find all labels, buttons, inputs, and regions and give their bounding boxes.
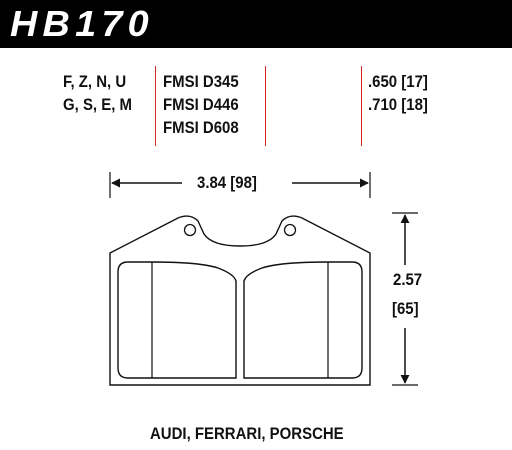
divider-right [361, 66, 362, 146]
mounting-hole-left [183, 223, 197, 237]
fmsi-number-2: FMSI D446 [163, 95, 239, 114]
fmsi-number-3: FMSI D608 [163, 118, 239, 137]
divider-middle [265, 66, 266, 146]
mounting-hole-right [283, 223, 297, 237]
part-number: HB170 [10, 3, 154, 44]
thickness-line-2: .710 [18] [368, 95, 428, 114]
divider-left [155, 66, 156, 146]
fmsi-number-1: FMSI D345 [163, 72, 239, 91]
compound-codes-line-1: F, Z, N, U [63, 72, 127, 91]
width-dimension-label: 3.84 [98] [197, 173, 257, 192]
applications-label: AUDI, FERRARI, PORSCHE [150, 424, 344, 443]
header-bar: HB170 [0, 0, 512, 48]
thickness-line-1: .650 [17] [368, 72, 428, 91]
friction-pad-right [243, 261, 363, 379]
height-dimension-mm: [65] [392, 299, 419, 318]
height-dimension-inches: 2.57 [393, 270, 423, 289]
compound-codes-line-2: G, S, E, M [63, 95, 132, 114]
backing-plate-outline [109, 215, 371, 386]
friction-pad-left [117, 261, 237, 379]
